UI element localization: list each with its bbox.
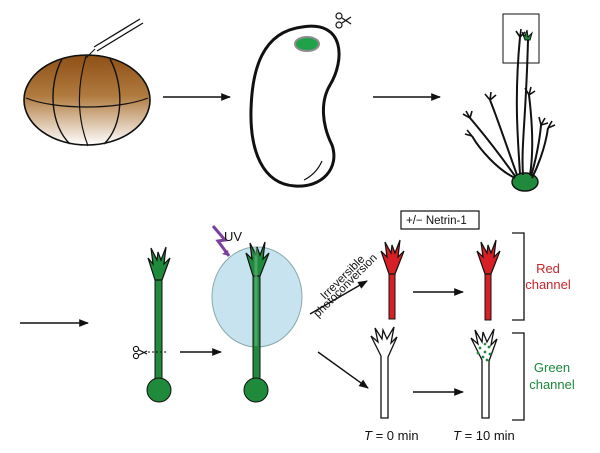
scissors-cut-icon: [132, 345, 148, 360]
zoom-box: [502, 13, 540, 64]
time-label-10-rest: = 10 min: [461, 428, 515, 443]
green-channel-label-line1: Green: [534, 360, 570, 375]
photoconversion-label-line2: photoconversion: [312, 252, 380, 320]
red-channel-label-line2: channel: [525, 277, 571, 292]
arrow-photoconversion: [309, 280, 368, 315]
micropipette-icon: [85, 18, 144, 59]
uv-label: UV: [224, 229, 242, 244]
red-neuron-t0: [380, 239, 405, 320]
green-channel-bracket: [512, 332, 525, 421]
arrow-to-green-channel: [317, 351, 369, 389]
explant-with-axons: [462, 13, 556, 192]
red-channel-label-line1: Red: [536, 261, 560, 276]
scissors-icon: [335, 12, 352, 29]
time-label-0-rest: = 0 min: [372, 428, 419, 443]
green-channel-neuron-t0: [370, 326, 398, 419]
uv-lightning-icon: [211, 225, 231, 257]
netrin-box: [400, 210, 480, 230]
red-channel-bracket: [512, 232, 525, 321]
time-label-0-var: T: [364, 428, 373, 443]
time-label-10: T = 10 min: [453, 428, 515, 443]
red-neuron-t10: [476, 239, 501, 321]
green-channel-neuron-t10: [470, 328, 498, 419]
green-channel-label-line2: channel: [529, 377, 575, 392]
time-label-10-var: T: [453, 428, 462, 443]
dissected-embryo: [249, 24, 341, 188]
embryo: [23, 54, 151, 147]
time-label-0: T = 0 min: [364, 428, 419, 443]
photoconverted-neuron: [243, 241, 270, 403]
green-neuron: [146, 246, 172, 403]
netrin-label: +/− Netrin-1: [406, 215, 467, 227]
